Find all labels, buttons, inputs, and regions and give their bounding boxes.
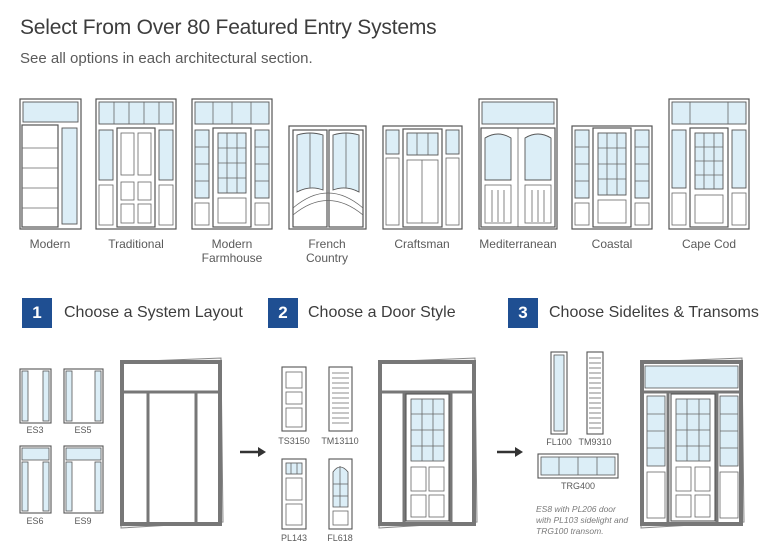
style-label-cape-cod: Cape Cod [681,237,737,251]
door-style-label-pl143: PL143 [280,533,308,543]
door-style-pl143[interactable] [281,458,307,530]
step-3-badge: 3 [508,298,538,328]
door-style-label-ts3150: TS3150 [278,436,310,446]
door-modern-farmhouse[interactable] [191,98,273,230]
style-label-coastal: Coastal [591,237,633,251]
sidelite-fl100[interactable] [550,351,568,435]
step-2-title: Choose a Door Style [308,304,456,321]
step-2-badge: 2 [268,298,298,328]
door-coastal[interactable] [571,125,653,230]
layout-label-es3: ES3 [26,425,44,435]
style-label-traditional: Traditional [108,237,164,251]
layout-es9[interactable] [63,445,104,514]
step-1-title: Choose a System Layout [64,304,243,321]
style-label-modern: Modern [29,237,71,251]
transom-label-trg400: TRG400 [560,481,595,491]
arrow-right-icon [497,447,523,457]
door-french-country[interactable] [288,125,367,230]
door-style-ts3150[interactable] [281,366,307,432]
page-subtitle: See all options in each architectural se… [20,50,313,67]
layout-es6[interactable] [19,445,52,514]
door-traditional[interactable] [95,98,177,230]
style-label-craftsman: Craftsman [394,237,450,251]
layout-label-es6: ES6 [26,516,44,526]
layout-label-es5: ES5 [74,425,92,435]
style-label-mediterranean: Mediterranean [479,237,557,251]
transom-trg400[interactable] [537,453,619,479]
door-modern[interactable] [19,98,82,230]
door-style-tm13110[interactable] [328,366,353,432]
layout-es3[interactable] [19,368,52,424]
completed-system-large [640,357,745,529]
door-frame-large [378,357,478,529]
door-style-label-tm13110: TM13110 [321,436,359,446]
style-illustrations: .f { fill: #ffffff; stroke: #555; stroke… [19,98,750,230]
layout-es5[interactable] [63,368,104,424]
page-title: Select From Over 80 Featured Entry Syste… [20,16,437,39]
door-mediterranean[interactable] [478,98,558,230]
door-style-label-fl618: FL618 [327,533,353,543]
sidelite-label-tm9310: TM9310 [578,437,612,447]
system-caption: ES8 with PL206 door with PL103 sidelight… [536,504,629,536]
step-3-title: Choose Sidelites & Transoms [549,304,759,321]
layout-label-es9: ES9 [74,516,92,526]
sidelite-label-fl100: FL100 [546,437,572,447]
door-style-fl618[interactable] [328,458,353,530]
layout-frame-large [120,357,224,529]
step-1-badge: 1 [22,298,52,328]
door-craftsman[interactable] [382,125,463,230]
sidelite-tm9310[interactable] [586,351,604,435]
door-cape-cod[interactable] [668,98,750,230]
arrow-right-icon [240,447,266,457]
